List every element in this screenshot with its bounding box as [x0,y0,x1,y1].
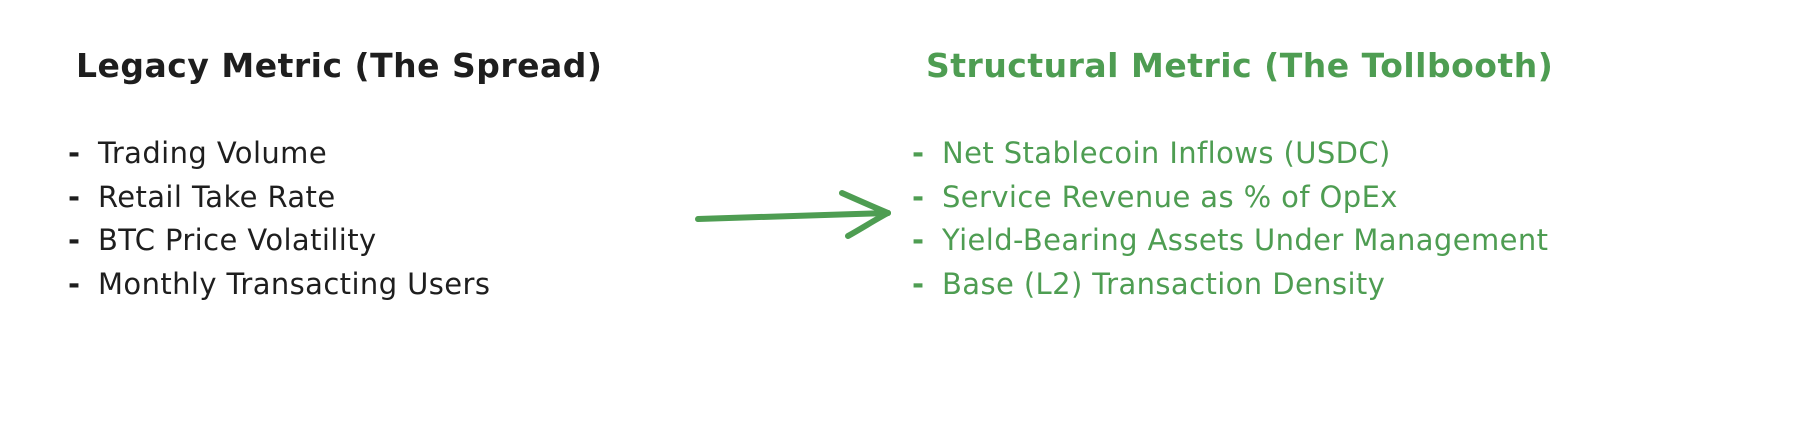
bullet-dash: - [912,136,925,170]
right-arrow-icon [695,190,891,239]
bullet-dash: - [912,266,925,301]
structural-metric-column: Structural Metric (The Tollbooth) - Net … [912,46,1752,306]
structural-metric-list: - Net Stablecoin Inflows (USDC) - Servic… [912,132,1752,306]
list-item: - Trading Volume [68,132,688,176]
list-item-label: Yield-Bearing Assets Under Management [942,223,1549,257]
bullet-dash: - [68,266,81,301]
list-item-label: Retail Take Rate [98,179,336,214]
list-item-label: Net Stablecoin Inflows (USDC) [942,136,1391,170]
bullet-dash: - [912,223,925,257]
list-item-label: BTC Price Volatility [98,223,377,257]
legacy-metric-list: - Trading Volume - Retail Take Rate - BT… [68,132,688,306]
legacy-metric-column: Legacy Metric (The Spread) - Trading Vol… [68,46,688,306]
list-item: - Net Stablecoin Inflows (USDC) [912,132,1752,176]
bullet-dash: - [912,179,925,214]
bullet-dash: - [68,223,81,257]
list-item: - Yield-Bearing Assets Under Management [912,219,1752,263]
list-item: - Monthly Transacting Users [68,263,688,307]
legacy-metric-heading: Legacy Metric (The Spread) [76,46,603,85]
list-item-label: Base (L2) Transaction Density [942,266,1386,301]
structural-metric-heading: Structural Metric (The Tollbooth) [926,46,1554,85]
list-item: - BTC Price Volatility [68,219,688,263]
list-item-label: Service Revenue as % of OpEx [942,179,1398,214]
list-item-label: Trading Volume [98,136,328,170]
list-item: - Retail Take Rate [68,176,688,220]
list-item-label: Monthly Transacting Users [98,266,491,301]
list-item: - Base (L2) Transaction Density [912,263,1752,307]
bullet-dash: - [68,179,81,214]
bullet-dash: - [68,136,81,170]
list-item: - Service Revenue as % of OpEx [912,176,1752,220]
